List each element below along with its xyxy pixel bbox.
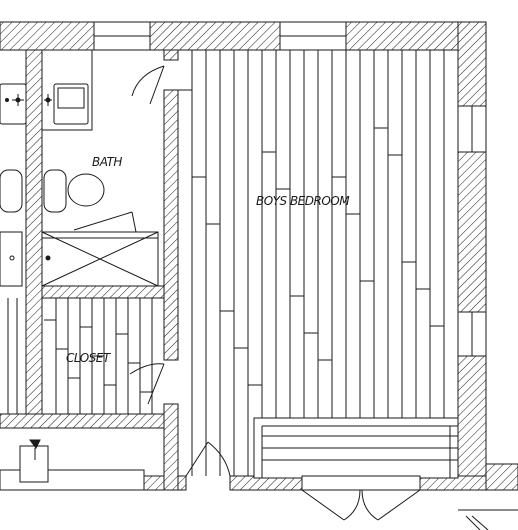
wall-right-lower	[457, 355, 487, 487]
room-label-closet: CLOSET	[66, 351, 110, 365]
bath-fixtures	[0, 49, 159, 287]
room-label-bath: BATH	[92, 155, 122, 169]
wall-top-left	[0, 21, 95, 51]
bedroom-door[interactable]	[185, 441, 231, 477]
sink-basin-left	[0, 83, 27, 125]
double-doors[interactable]	[301, 475, 421, 521]
wall-closet-bottom	[0, 413, 165, 429]
closet-door[interactable]	[129, 363, 165, 405]
wall-bath-closet	[39, 285, 165, 299]
room-label-boys-bedroom: BOYS BEDROOM	[256, 194, 350, 208]
lower-left-fixture	[19, 439, 49, 483]
wall-bottom-extension	[485, 463, 518, 491]
wall-bedroom-left	[163, 89, 179, 361]
wall-top-mid-left	[149, 21, 281, 51]
exterior-steps	[458, 509, 518, 530]
window-seat	[253, 417, 459, 479]
bath-door[interactable]	[131, 65, 165, 105]
wall-bedroom-left-upper	[163, 49, 179, 61]
sink-basin-right-inner	[57, 87, 85, 109]
wall-right-upper	[457, 21, 487, 107]
toilet-bowl-right	[67, 173, 105, 207]
bedroom-floorboards	[178, 50, 445, 476]
wall-right-mid	[457, 151, 487, 313]
wall-closet-left	[25, 49, 43, 421]
toilet-tank-right	[43, 169, 67, 213]
wall-bedroom-left-lower	[163, 403, 179, 491]
closet-floorboards	[7, 298, 153, 414]
toilet-tank-left	[0, 169, 23, 213]
windows	[93, 21, 487, 357]
